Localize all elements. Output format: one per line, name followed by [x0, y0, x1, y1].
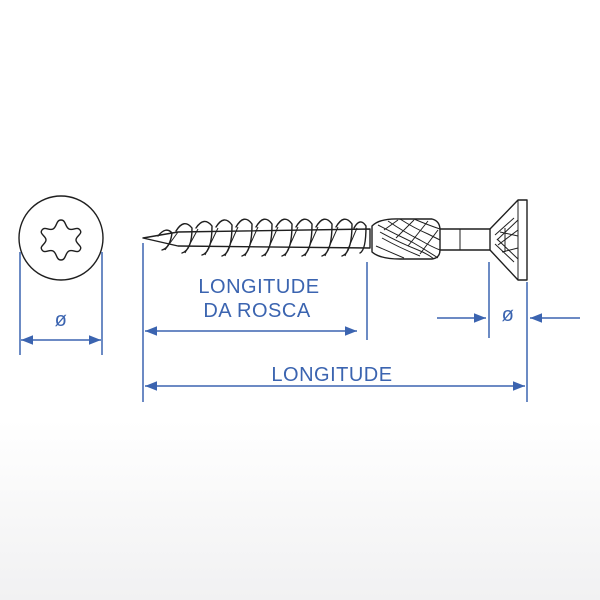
smooth-shank: [439, 228, 491, 251]
head-outline: [18, 195, 104, 281]
total-length-label: LONGITUDE: [271, 364, 392, 386]
reamer-section: [371, 218, 441, 260]
shank-diameter-dimension: ø: [437, 262, 580, 338]
countersunk-head: [489, 199, 528, 281]
thread-length-dimension: LONGITUDE DA ROSCA: [142, 243, 368, 402]
screw-side-view: [142, 199, 528, 281]
thread-flanks: [164, 226, 358, 257]
shank-diameter-label: ø: [502, 304, 515, 326]
total-length-dimension: LONGITUDE: [145, 282, 528, 402]
thread-length-label-line1: LONGITUDE: [198, 276, 319, 298]
head-diameter-dimension: ø: [19, 252, 103, 355]
thread-length-label-line2: DA ROSCA: [203, 300, 311, 322]
torx-drive-icon: [40, 219, 82, 261]
head-diameter-label: ø: [55, 309, 68, 331]
thread-crests: [157, 218, 367, 257]
screw-head-top-view: [18, 195, 104, 281]
